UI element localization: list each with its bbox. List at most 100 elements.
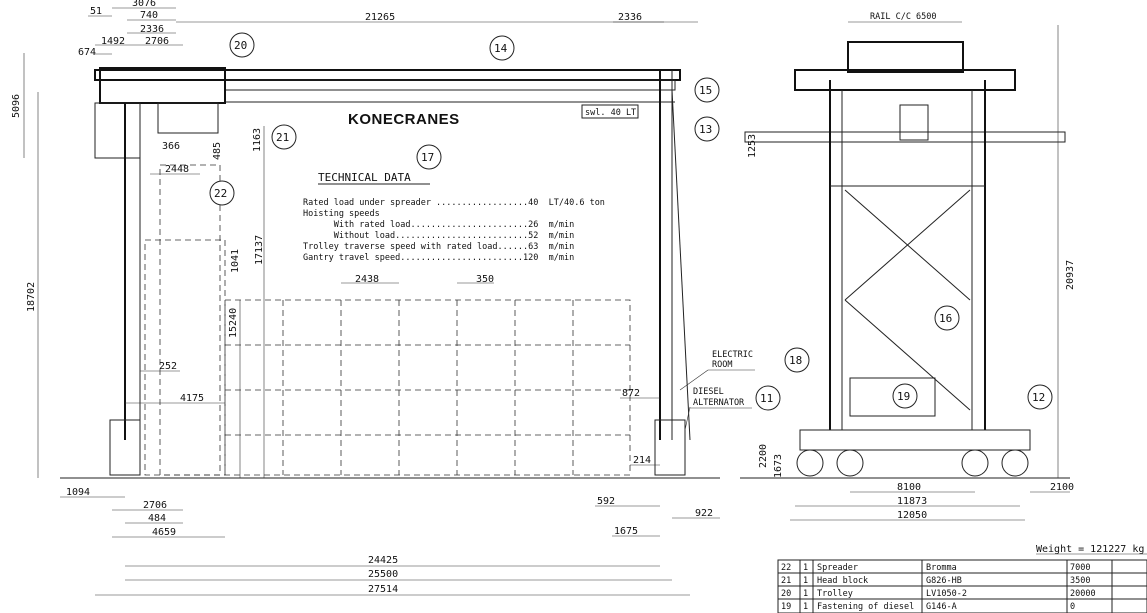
dim: 8100 <box>897 482 921 493</box>
table-row: 21 1 Head block G826-HB 3500 <box>781 576 1090 586</box>
dim: 2336 <box>618 12 642 23</box>
dim: 5096 <box>11 94 22 118</box>
tech-line: Hoisting speeds <box>303 209 380 219</box>
total-weight: Weight = 121227 kg <box>1036 544 1144 555</box>
quantity: 1 <box>803 576 808 586</box>
quantity: 1 <box>803 589 808 599</box>
table-row: 19 1 Fastening of diesel G146-A 0 <box>781 602 1075 612</box>
side-sill <box>799 429 1031 451</box>
balloon-17: 17 <box>421 151 434 164</box>
dim: 2438 <box>355 274 379 285</box>
dim: 1094 <box>66 487 90 498</box>
item-no: 22 <box>781 563 791 573</box>
balloon-13: 13 <box>699 123 712 136</box>
dim: 592 <box>597 496 615 507</box>
balloon-21: 21 <box>276 131 289 144</box>
quantity: 1 <box>803 563 808 573</box>
dim: 485 <box>212 142 223 160</box>
dim: 51 <box>90 6 102 17</box>
part-code: Bromma <box>926 563 957 573</box>
dim: 1253 <box>747 134 758 158</box>
technical-data-title: TECHNICAL DATA <box>318 171 411 184</box>
tech-line: Gantry travel speed.....................… <box>303 253 574 263</box>
electric-room-label: ROOM <box>712 360 732 370</box>
diesel-alternator-label: ALTERNATOR <box>693 398 745 408</box>
dim: 2336 <box>140 24 164 35</box>
dim: 2448 <box>165 164 189 175</box>
dim: 2200 <box>758 444 769 468</box>
side-cab <box>899 104 929 141</box>
dim: 15240 <box>228 308 239 338</box>
dim: 872 <box>622 388 640 399</box>
spreader <box>744 131 1066 143</box>
balloon-12: 12 <box>1032 391 1045 404</box>
item-no: 21 <box>781 576 791 586</box>
balloon-15: 15 <box>699 84 712 97</box>
description: Head block <box>817 576 868 586</box>
description: Trolley <box>817 589 853 599</box>
front-view: KONECRANES swl. 40 LT TECHNICAL DATA Rat… <box>11 0 755 596</box>
side-top-beam <box>794 69 1016 91</box>
brand-logo: KONECRANES <box>348 111 460 128</box>
dim: 12050 <box>897 510 927 521</box>
side-trolley <box>847 41 964 73</box>
side-view: RAIL C/C 6500 20937 1253 2200 1673 8100 … <box>740 12 1076 521</box>
trolley <box>99 67 226 104</box>
main-girder <box>94 69 681 81</box>
weight: 0 <box>1070 602 1075 612</box>
dim: 25500 <box>368 569 398 580</box>
dim: 214 <box>633 455 651 466</box>
parts-table: 22 1 Spreader Bromma 7000 21 1 Head bloc… <box>777 559 1147 613</box>
item-no: 20 <box>781 589 791 599</box>
dim: 366 <box>162 141 180 152</box>
balloon-16: 16 <box>939 312 952 325</box>
dim: 1492 <box>101 36 125 47</box>
part-code: G826-HB <box>926 576 962 586</box>
container-stack <box>144 164 631 476</box>
left-bogie <box>109 419 141 476</box>
dim: 1673 <box>773 454 784 478</box>
dim: 1675 <box>614 526 638 537</box>
swl-plate: swl. 40 LT <box>585 108 636 118</box>
quantity: 1 <box>803 602 808 612</box>
tech-line: Rated load under spreader ..............… <box>303 198 605 208</box>
dim: 2706 <box>143 500 167 511</box>
tech-line: Without load..........................52… <box>303 231 574 241</box>
description: Spreader <box>817 563 858 573</box>
head-block <box>157 102 219 134</box>
item-balloons: 20 14 15 13 21 17 22 16 18 19 11 12 <box>209 32 1053 411</box>
balloon-20: 20 <box>234 39 247 52</box>
dim: 20937 <box>1065 260 1076 290</box>
dim: 1041 <box>230 249 241 273</box>
dim: 4175 <box>180 393 204 404</box>
dim: 740 <box>140 10 158 21</box>
diesel-alternator-label: DIESEL <box>693 387 724 397</box>
item-no: 19 <box>781 602 791 612</box>
dim: 11873 <box>897 496 927 507</box>
part-code: LV1050-2 <box>926 589 967 599</box>
dim: 17137 <box>254 235 265 265</box>
dim: 674 <box>78 47 96 58</box>
dim: 24425 <box>368 555 398 566</box>
front-dimensions: 3076 51 740 2336 21265 1492 674 2706 233… <box>11 0 720 596</box>
rail-cc-label: RAIL C/C 6500 <box>870 12 937 22</box>
weight: 7000 <box>1070 563 1090 573</box>
tech-line: With rated load.......................26… <box>303 220 574 230</box>
dim: 922 <box>695 508 713 519</box>
balloon-18: 18 <box>789 354 802 367</box>
dim: 252 <box>159 361 177 372</box>
electric-room-label: ELECTRIC <box>712 350 753 360</box>
dim: 21265 <box>365 12 395 23</box>
right-bogie <box>654 419 686 476</box>
weight: 3500 <box>1070 576 1090 586</box>
dim: 2100 <box>1050 482 1074 493</box>
technical-data: TECHNICAL DATA Rated load under spreader… <box>303 171 605 263</box>
diesel-unit <box>849 377 936 417</box>
dim: 18702 <box>26 282 37 312</box>
table-row: 20 1 Trolley LV1050-2 20000 <box>781 589 1096 599</box>
balloon-22: 22 <box>214 187 227 200</box>
dim: 484 <box>148 513 166 524</box>
balloon-19: 19 <box>897 390 910 403</box>
dim: 2706 <box>145 36 169 47</box>
